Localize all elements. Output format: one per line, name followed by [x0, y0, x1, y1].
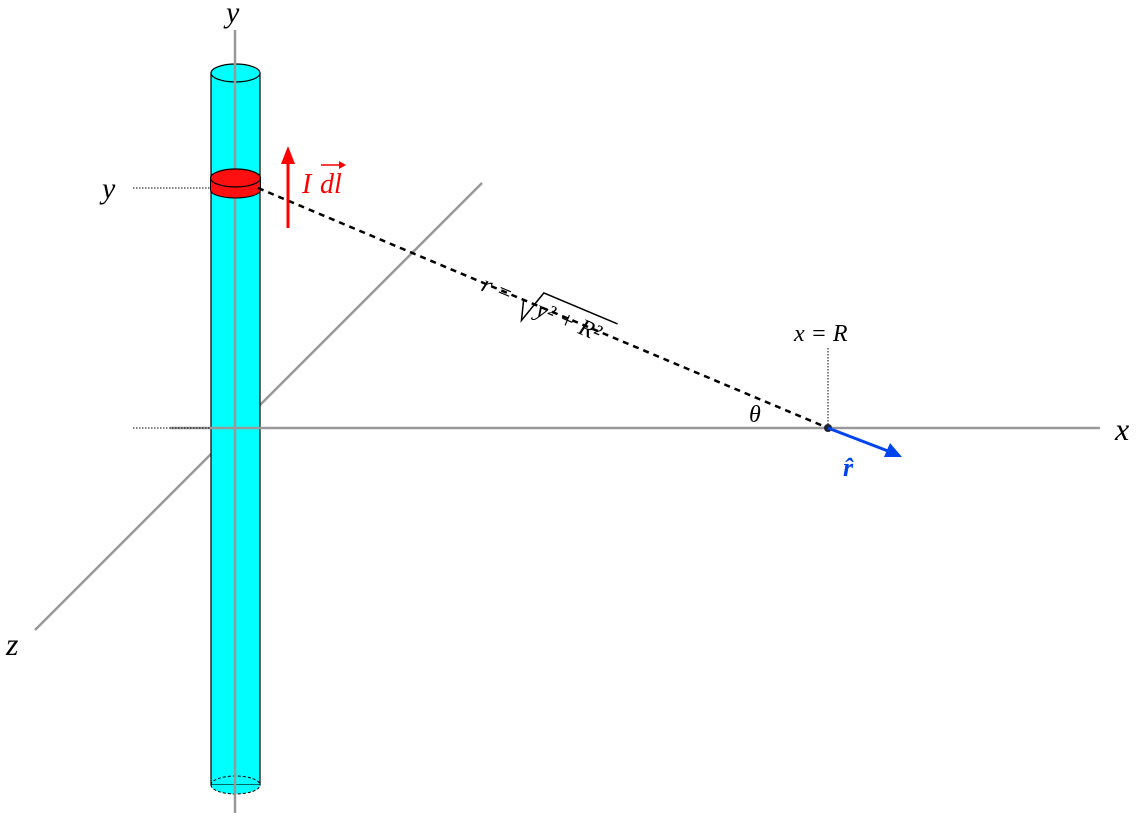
- dl-label: dl: [320, 169, 342, 200]
- x-axis-label: x: [1114, 411, 1129, 447]
- r-hat-label: r̂: [843, 453, 854, 482]
- distance-lhs: r =: [478, 272, 517, 308]
- unit-vector-arrow: [827, 426, 902, 457]
- current-label: I: [301, 169, 313, 200]
- current-arrow: [281, 146, 295, 228]
- x-eq-R-label: x = R: [793, 321, 848, 347]
- theta-label: θ: [749, 402, 761, 428]
- y-level-label: y: [99, 172, 116, 205]
- y-axis-label: y: [223, 0, 240, 29]
- z-axis-label: z: [5, 626, 19, 662]
- dl-vector-arrow: [321, 161, 346, 169]
- current-element-disk: [209, 168, 262, 199]
- distance-line: [257, 186, 829, 430]
- distance-formula: r = y² + R²: [478, 272, 618, 347]
